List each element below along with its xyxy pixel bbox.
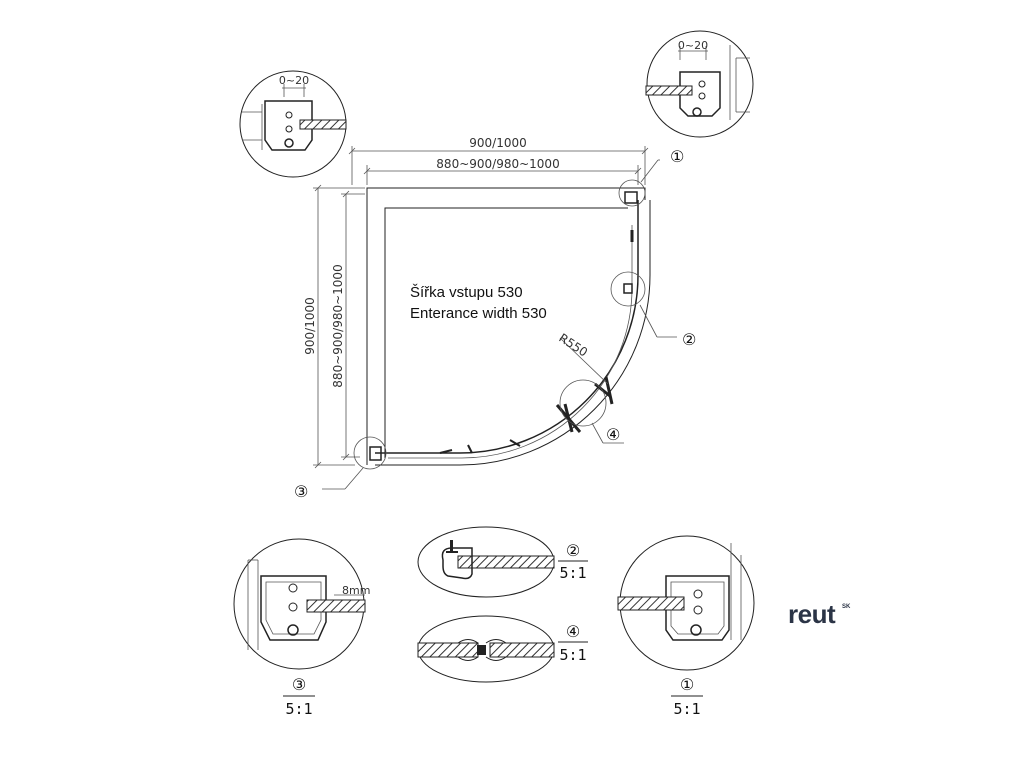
- callout-4: ④: [591, 422, 624, 444]
- detail-2-scale: 5:1: [559, 564, 586, 582]
- inner-width-label: 880~900/980~1000: [436, 157, 559, 171]
- entrance-width-note-cs: Šířka vstupu 530: [410, 284, 523, 301]
- detail-2: ② 5:1: [417, 526, 588, 598]
- detail-3-scale: 5:1: [285, 700, 312, 718]
- gap-label-top-right: 0~20: [678, 39, 708, 52]
- radius-label: R550: [556, 331, 590, 360]
- brand-name: reut: [788, 599, 836, 629]
- detail-2-label: ②: [566, 541, 580, 560]
- detail-1-label: ①: [680, 675, 694, 694]
- top-dimensions: 900/1000 880~900/980~1000: [348, 136, 649, 185]
- brand-suffix: SK: [842, 604, 851, 610]
- detail-4: ④ 5:1: [417, 615, 588, 683]
- entrance-width-note-en: Enterance width 530: [410, 305, 547, 322]
- detail-3-label: ③: [292, 675, 306, 694]
- outer-width-label: 900/1000: [469, 136, 527, 150]
- detail-circle-top-right: 0~20: [645, 30, 754, 138]
- detail-circle-top-left: 0~20: [239, 70, 347, 178]
- callout-1-label: ①: [670, 147, 684, 166]
- left-dimensions: 900/1000 880~900/980~1000: [303, 184, 365, 469]
- callout-1: ①: [640, 147, 684, 183]
- detail-4-label: ④: [566, 622, 580, 641]
- detail-4-scale: 5:1: [559, 646, 586, 664]
- callout-4-label: ④: [606, 425, 620, 444]
- detail-3: 8mm ③ 5:1: [233, 538, 370, 718]
- callout-2-label: ②: [682, 330, 696, 349]
- detail-1-scale: 5:1: [673, 700, 700, 718]
- callout-3: ③: [294, 467, 364, 501]
- outer-height-label: 900/1000: [303, 297, 317, 355]
- glass-thickness-label: 8mm: [342, 584, 370, 597]
- inner-height-label: 880~900/980~1000: [331, 264, 345, 387]
- callout-3-label: ③: [294, 482, 308, 501]
- detail-1: ① 5:1: [617, 535, 755, 718]
- callout-2: ②: [639, 304, 696, 349]
- gap-label-top-left: 0~20: [279, 74, 309, 87]
- brand-logo: reut SK: [788, 599, 851, 629]
